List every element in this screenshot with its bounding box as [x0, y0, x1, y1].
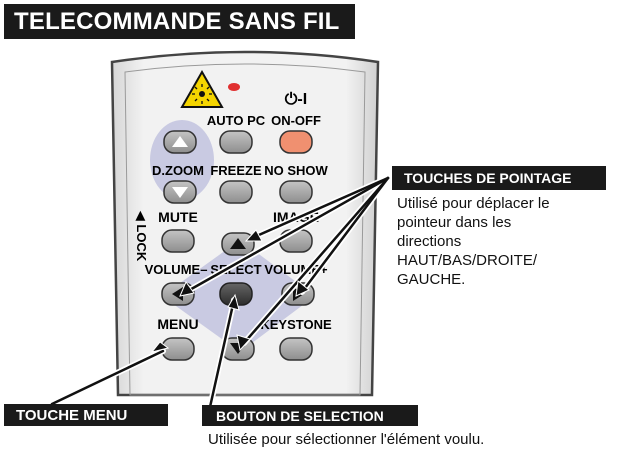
callout-select-description: Utilisée pour sélectionner l'élément vou… — [208, 431, 485, 448]
freeze-button[interactable] — [219, 180, 253, 204]
callout-menu-label: TOUCHE MENU — [4, 404, 168, 426]
label-no-show: NO SHOW — [264, 163, 328, 178]
callout-lines — [49, 175, 391, 410]
on-off-button[interactable] — [279, 130, 313, 154]
arrow-up-icon — [172, 136, 188, 147]
description-line: directions — [397, 233, 462, 250]
label-on-off: ON-OFF — [271, 113, 321, 128]
arrow-left-icon — [172, 287, 183, 301]
arrow-up-icon — [230, 238, 246, 249]
laser-warning-icon — [180, 69, 224, 108]
remote-inner-edge — [124, 63, 366, 396]
label-lock: ◀ LOCK — [134, 211, 149, 262]
no-show-button[interactable] — [279, 180, 313, 204]
description-line: pointeur dans les — [397, 214, 512, 231]
callout-pointing-description: Utilisé pour déplacer le pointeur dans l… — [397, 194, 617, 289]
page-title: TELECOMMANDE SANS FIL — [4, 4, 355, 39]
description-line: Utilisé pour déplacer le — [397, 195, 550, 212]
label-freeze: FREEZE — [210, 163, 262, 178]
description-line: GAUCHE. — [397, 271, 466, 288]
callout-pointing-label: TOUCHES DE POINTAGE — [392, 166, 606, 190]
callout-select-label: BOUTON DE SELECTION — [202, 405, 418, 426]
power-symbol: ⏻-I — [285, 91, 307, 108]
mute-button[interactable] — [161, 229, 195, 253]
label-menu: MENU — [157, 316, 198, 332]
keystone-button[interactable] — [279, 337, 313, 361]
label-d-zoom: D.ZOOM — [152, 163, 204, 178]
description-line: HAUT/BAS/DROITE/ — [397, 252, 538, 269]
label-keystone: KEYSTONE — [260, 317, 332, 332]
label-mute: MUTE — [158, 209, 198, 225]
led-indicator — [228, 83, 240, 91]
menu-button[interactable] — [161, 337, 195, 361]
label-volume-minus: VOLUME– — [145, 262, 208, 277]
label-auto-pc: AUTO PC — [207, 113, 266, 128]
auto-pc-button[interactable] — [219, 130, 253, 154]
callout-arrowheads — [150, 229, 310, 353]
arrow-down-icon — [172, 187, 188, 198]
